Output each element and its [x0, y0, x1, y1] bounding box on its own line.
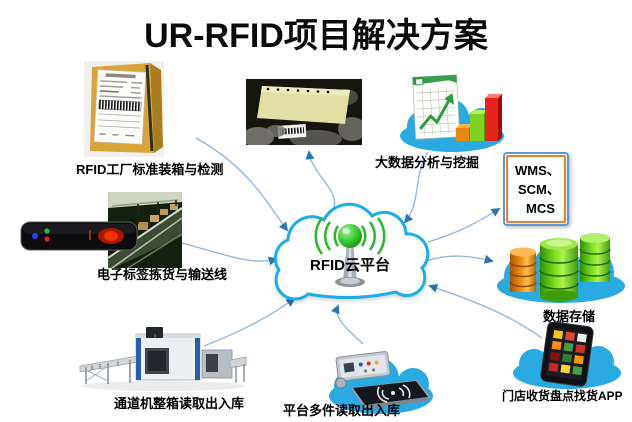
rfid-pad-reader-icon	[329, 351, 433, 414]
node-factory-packing-photo	[84, 61, 164, 157]
node-data-storage	[494, 230, 628, 304]
caption-data-storage: 数据存储	[543, 309, 596, 324]
caption-pick-conveyor: 电子标签拣货与输送线	[97, 267, 228, 282]
page-title: UR-RFID项目解决方案	[144, 17, 488, 55]
caption-platform-reader: 平台多件读取出入库	[283, 403, 401, 418]
node-platform-reader	[327, 340, 435, 416]
caption-factory-packing: RFID工厂标准装箱与检测	[76, 162, 224, 177]
node-big-data	[398, 70, 506, 154]
caption-big-data: 大数据分析与挖掘	[375, 155, 480, 170]
systems-line-wms: WMS、	[515, 162, 560, 178]
center-cloud-label: RFID云平台	[310, 256, 390, 274]
tunnel-machine-photo	[79, 327, 247, 391]
node-store-app	[510, 321, 625, 390]
reader-control-box	[335, 351, 391, 389]
systems-line-scm: SCM、	[518, 181, 560, 197]
node-tunnel-machine	[78, 326, 248, 392]
carton-box-label-photo	[84, 61, 164, 157]
node-rfid-tag-photo	[242, 79, 366, 148]
node-conveyor-photo	[107, 192, 183, 269]
rfid-tag-paper-photo	[242, 79, 366, 148]
caption-store-app: 门店收货盘点找货APP	[502, 389, 623, 403]
database-cylinders-icon	[497, 233, 625, 303]
orange-cylinder	[509, 247, 537, 292]
caption-tunnel-reader: 通道机整箱读取出入库	[114, 396, 245, 411]
connector-cloud-to-systems	[427, 208, 501, 243]
node-center-cloud: RFID云平台	[266, 196, 436, 306]
systems-box-inner: WMS、 SCM、 MCS	[506, 155, 566, 223]
connector-platform-to-cloud	[331, 304, 364, 345]
node-systems-box: WMS、 SCM、 MCS	[503, 152, 569, 226]
green-cylinder-back	[579, 233, 611, 282]
wireless-antenna-icon	[314, 217, 386, 287]
rfid-cloud-platform: RFID云平台	[273, 202, 430, 301]
reader-pad	[351, 380, 431, 409]
chart-document-icon	[400, 74, 504, 152]
green-cylinder-front	[539, 238, 579, 302]
conveyor-line-photo	[107, 192, 183, 269]
tablet-device	[540, 321, 594, 387]
pick-to-light-device-photo	[20, 221, 138, 251]
tablet-apps-icon	[513, 321, 621, 389]
systems-line-mcs: MCS	[526, 200, 555, 216]
node-pick-device	[19, 218, 139, 254]
